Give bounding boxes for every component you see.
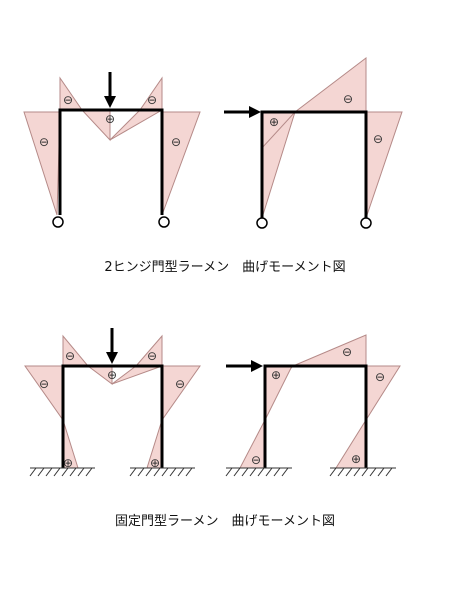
minus-symbol: ⊖	[147, 349, 157, 363]
load-arrow-right	[226, 360, 263, 372]
caption-two-hinge-frame: 2ヒンジ門型ラーメン 曲げモーメント図	[104, 260, 346, 275]
portal-frame	[61, 364, 164, 468]
hinge-support-left	[256, 217, 268, 229]
bending-moment-area	[24, 334, 201, 469]
fixed-support-right	[329, 467, 396, 477]
bending-moment-area	[261, 56, 403, 219]
plus-symbol: ⊕	[271, 368, 281, 382]
hinge-support-left	[52, 216, 64, 228]
minus-symbol: ⊖	[175, 377, 185, 391]
minus-symbol: ⊖	[343, 92, 353, 106]
caption-fixed-frame: 固定門型ラーメン 曲げモーメント図	[115, 514, 335, 529]
minus-symbol: ⊖	[65, 349, 75, 363]
minus-symbol: ⊖	[375, 370, 385, 384]
fixed-support-right	[129, 467, 195, 477]
minus-symbol: ⊖	[39, 377, 49, 391]
minus-symbol: ⊖	[147, 93, 157, 107]
minus-symbol: ⊖	[251, 453, 261, 467]
minus-symbol: ⊖	[63, 93, 73, 107]
hinge-support-right	[158, 216, 170, 228]
fixed-support-left	[29, 467, 95, 477]
minus-symbol: ⊖	[171, 135, 181, 149]
portal-frame	[58, 108, 164, 215]
portal-frame	[263, 364, 368, 468]
panel-hinged-vertical-load: ⊖ ⊕ ⊖ ⊖ ⊖	[23, 72, 201, 228]
panel-fixed-horizontal-load: ⊕ ⊖ ⊖ ⊖ ⊕	[225, 334, 401, 477]
panel-hinged-horizontal-load: ⊕ ⊖ ⊖	[224, 56, 403, 229]
minus-symbol: ⊖	[39, 135, 49, 149]
plus-symbol: ⊕	[150, 456, 160, 470]
load-arrow-down	[104, 72, 116, 108]
plus-symbol: ⊕	[351, 452, 361, 466]
load-arrow-down	[106, 328, 118, 364]
plus-symbol: ⊕	[107, 368, 117, 382]
minus-symbol: ⊖	[373, 132, 383, 146]
plus-symbol: ⊕	[63, 456, 73, 470]
minus-symbol: ⊖	[342, 345, 352, 359]
portal-frame	[260, 110, 368, 218]
plus-symbol: ⊕	[269, 115, 279, 129]
bending-moment-area	[239, 334, 401, 469]
panel-fixed-vertical-load: ⊖ ⊕ ⊖ ⊖ ⊖ ⊕ ⊕	[24, 328, 201, 477]
load-arrow-right	[224, 106, 261, 118]
hinge-support-right	[360, 217, 372, 229]
fixed-support-left	[225, 467, 292, 477]
plus-symbol: ⊕	[105, 112, 115, 126]
